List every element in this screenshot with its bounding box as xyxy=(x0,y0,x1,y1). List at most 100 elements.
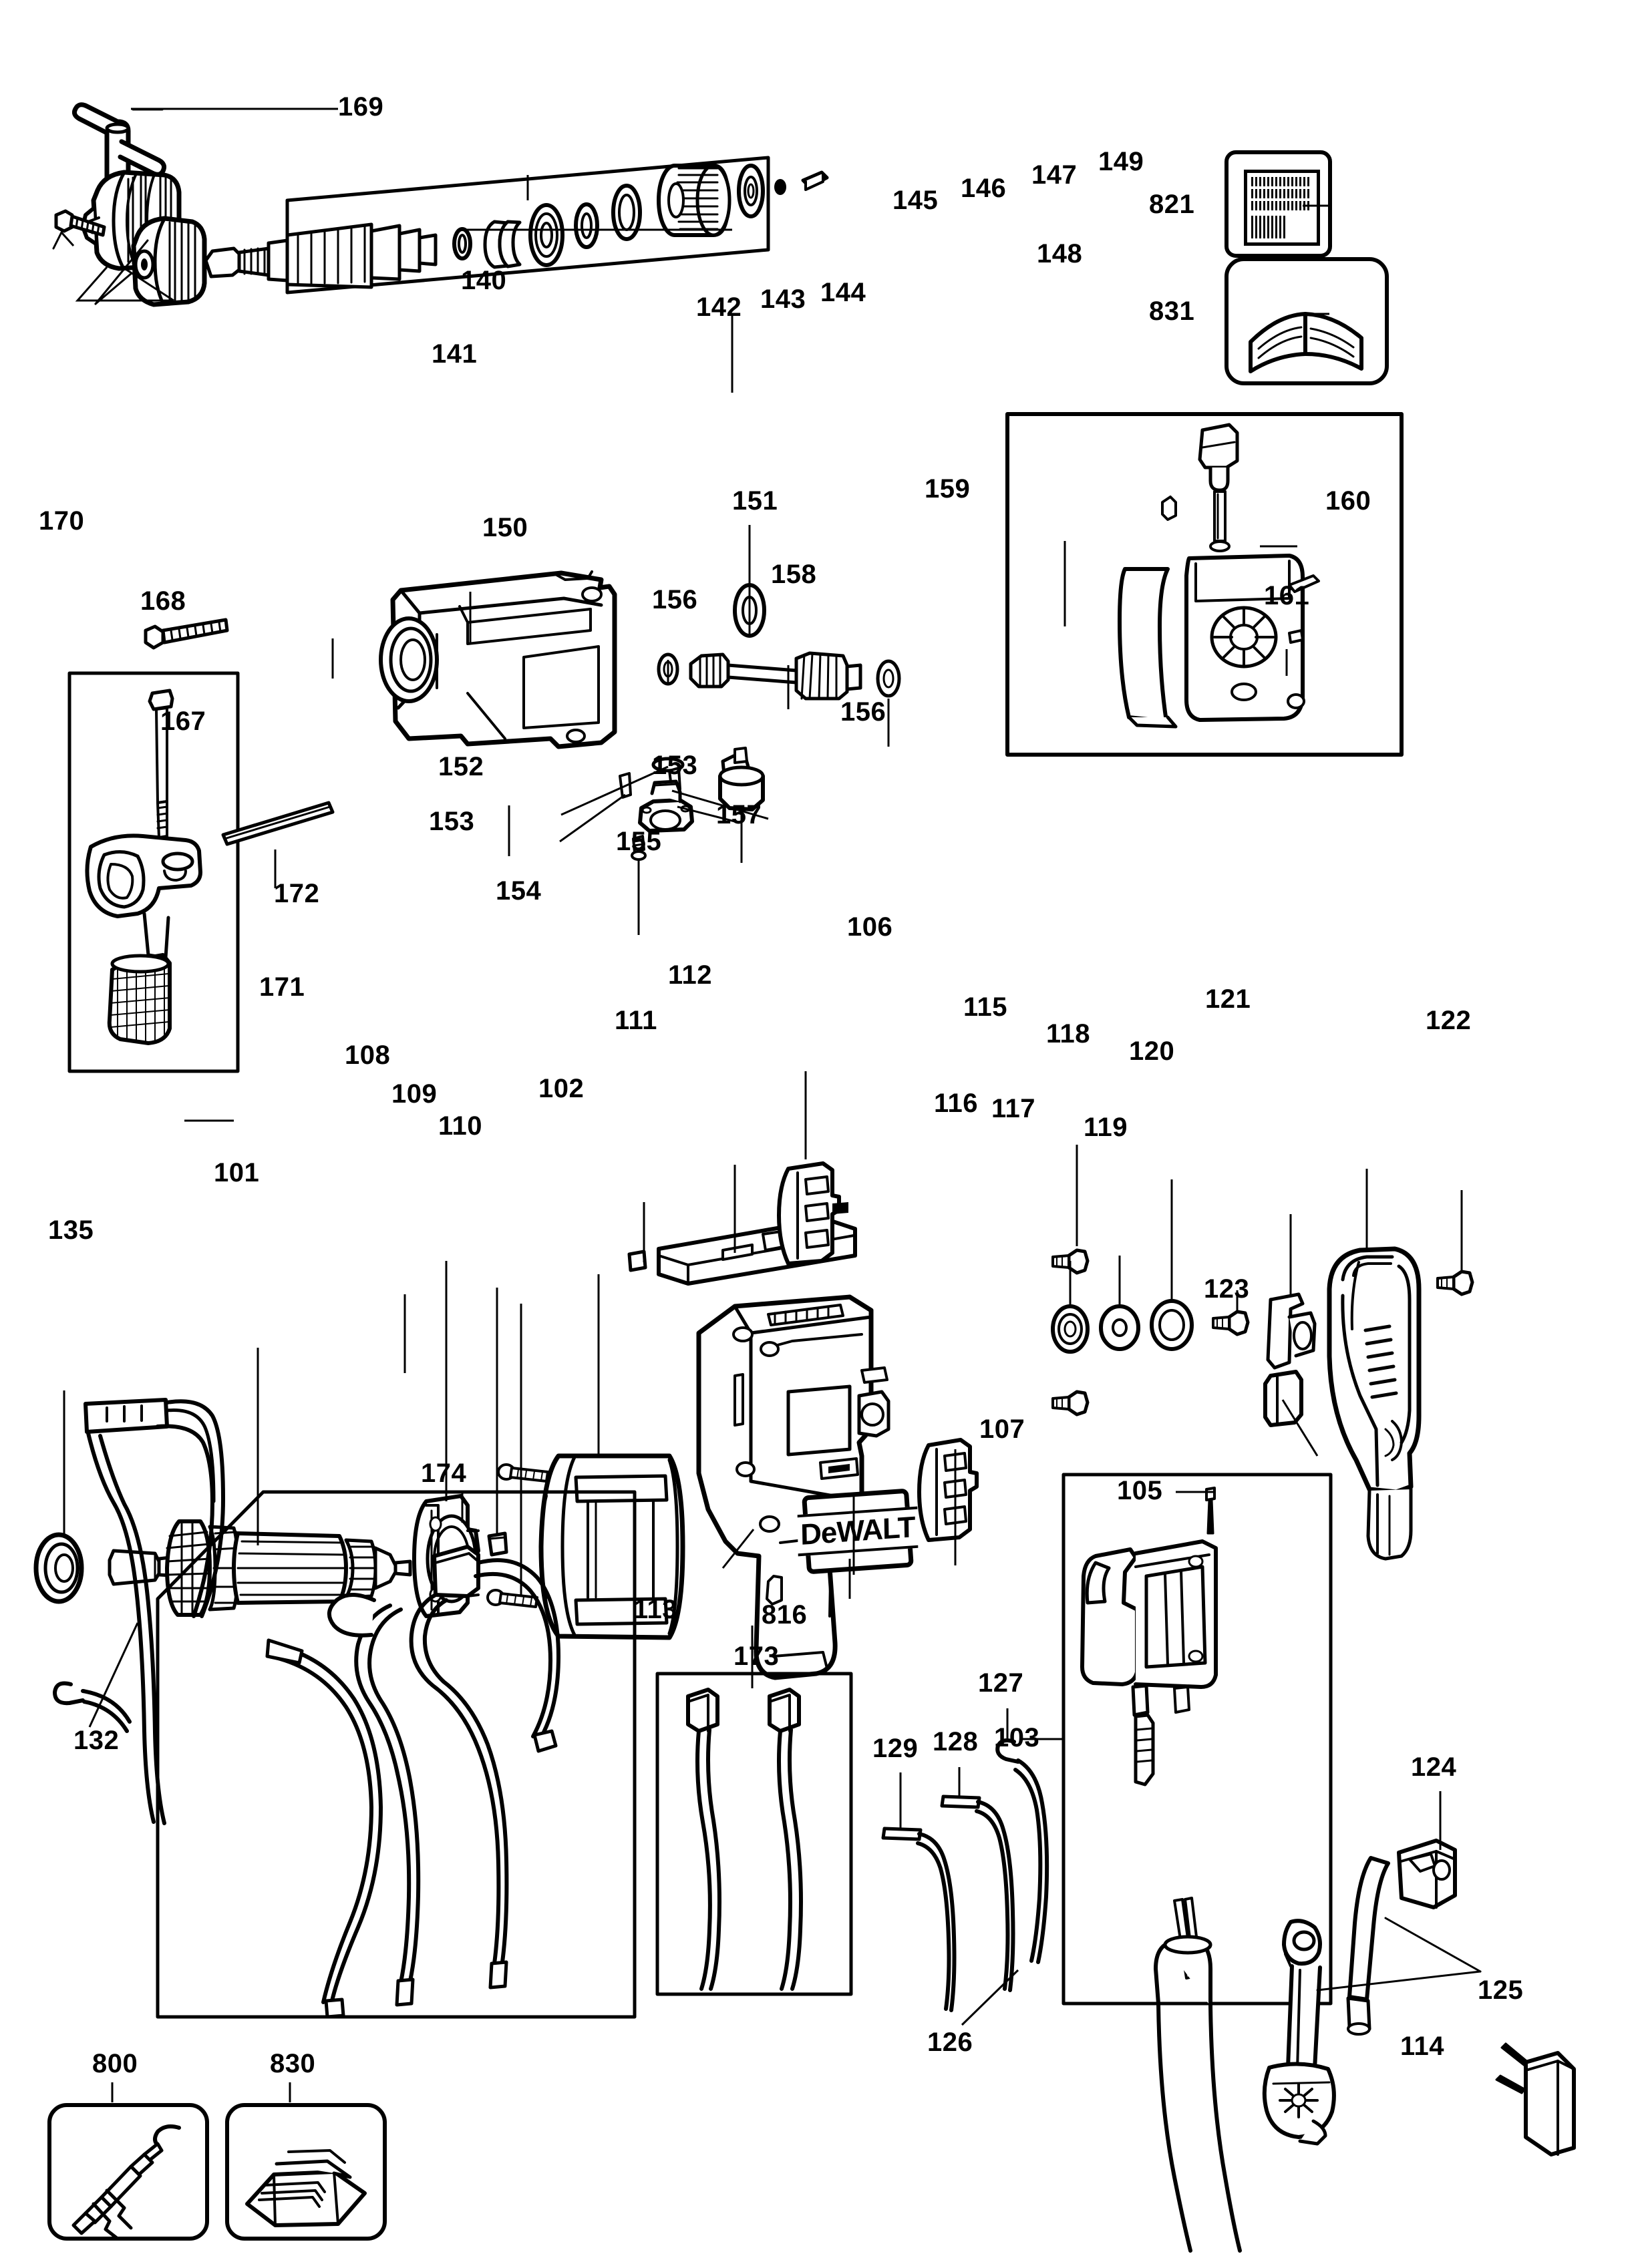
callout-173: 173 xyxy=(733,1642,780,1671)
callout-140: 140 xyxy=(461,266,507,295)
callout-106: 106 xyxy=(847,912,893,942)
callout-169: 169 xyxy=(338,92,384,122)
callout-121: 121 xyxy=(1205,984,1251,1014)
part-129-wire xyxy=(881,1827,957,2012)
callout-149: 149 xyxy=(1098,147,1144,176)
part-124-cord-clamp xyxy=(1397,1839,1457,1909)
part-119-screw xyxy=(1212,1310,1250,1336)
wire-harness-box-frame xyxy=(156,1490,637,2019)
part-125-grip-upper xyxy=(1346,1856,1390,2036)
part-149-pin xyxy=(801,170,829,191)
callout-102: 102 xyxy=(538,1074,585,1103)
callout-119: 119 xyxy=(1084,1113,1128,1142)
part-120-clamp xyxy=(1266,1292,1317,1370)
wire-harness-art xyxy=(265,1545,560,2019)
callout-151: 151 xyxy=(732,486,778,516)
callout-120: 120 xyxy=(1129,1036,1175,1066)
callout-109: 109 xyxy=(391,1079,438,1109)
part-103-switch-art xyxy=(1080,1539,1218,1786)
callout-159: 159 xyxy=(925,474,971,504)
callout-101: 101 xyxy=(214,1158,260,1187)
warning-label-detail xyxy=(1244,170,1320,246)
service-kit-art xyxy=(245,2149,367,2227)
part-132-lead-wire xyxy=(53,1398,225,1825)
callout-152: 152 xyxy=(438,752,484,781)
part-114-carbon-brush xyxy=(1495,2042,1576,2156)
part-142-bushing xyxy=(483,220,522,269)
part-143-bearing xyxy=(528,203,564,267)
callout-155: 155 xyxy=(616,827,662,856)
callout-108: 108 xyxy=(345,1041,391,1070)
callout-143: 143 xyxy=(760,285,806,314)
callout-123: 123 xyxy=(1204,1274,1250,1304)
callout-117: 117 xyxy=(991,1094,1036,1123)
callout-156: 156 xyxy=(652,585,698,614)
brush-set-box-frame xyxy=(655,1672,853,1996)
callout-831: 831 xyxy=(1149,297,1195,326)
callout-830: 830 xyxy=(270,2049,316,2078)
switch-box-frame xyxy=(1005,412,1404,757)
callout-110: 110 xyxy=(438,1111,483,1141)
callout-153b: 153 xyxy=(429,807,475,836)
part-148-ball xyxy=(774,179,786,195)
part-110-screw-lower xyxy=(486,1589,538,1608)
callout-128: 128 xyxy=(933,1727,979,1756)
part-154-screw xyxy=(631,835,647,861)
manual-art xyxy=(1249,312,1363,373)
switch-box-art xyxy=(1118,423,1320,729)
part-144-washer xyxy=(574,202,599,249)
callout-113: 113 xyxy=(633,1595,678,1624)
part-109-insulator xyxy=(487,1531,508,1557)
part-125-grip-lower xyxy=(1262,1919,1336,2146)
callout-156b: 156 xyxy=(840,697,886,727)
callout-142: 142 xyxy=(696,293,742,322)
callout-167: 167 xyxy=(160,707,206,736)
part-121-handle-half xyxy=(1327,1246,1422,1561)
callout-154: 154 xyxy=(496,876,542,906)
part-123-brush-cap xyxy=(1263,1370,1303,1427)
callout-107: 107 xyxy=(979,1414,1025,1444)
callout-800: 800 xyxy=(92,2049,138,2078)
part-102-field xyxy=(538,1453,685,1640)
callout-147: 147 xyxy=(1031,160,1078,190)
callout-122: 122 xyxy=(1426,1006,1472,1035)
callout-135: 135 xyxy=(48,1215,94,1245)
part-115-screw-upper xyxy=(1051,1248,1090,1275)
side-handle-art xyxy=(85,689,202,1045)
part-106-brush-holder xyxy=(777,1161,848,1266)
part-146-gear xyxy=(657,164,731,237)
callout-157: 157 xyxy=(716,800,762,829)
callout-125: 125 xyxy=(1478,1975,1524,2005)
callout-160: 160 xyxy=(1325,486,1371,516)
side-handle-box-frame xyxy=(67,671,240,1073)
spindle-art xyxy=(204,222,438,289)
callout-127: 127 xyxy=(978,1668,1024,1698)
callout-168: 168 xyxy=(140,586,186,616)
callout-172: 172 xyxy=(274,879,320,908)
service-tool-art xyxy=(71,2124,181,2241)
part-113-housing xyxy=(696,1294,890,1680)
callout-103: 103 xyxy=(994,1723,1040,1752)
callout-144: 144 xyxy=(820,278,866,307)
part-167-screw xyxy=(144,618,229,650)
callout-132: 132 xyxy=(73,1726,120,1755)
callout-158: 158 xyxy=(771,560,817,589)
part-126-power-cord xyxy=(1154,1897,1242,2253)
part-122-screw xyxy=(1436,1270,1474,1296)
part-117-washer xyxy=(1099,1304,1140,1351)
callout-141: 141 xyxy=(432,339,478,369)
part-101-armature xyxy=(108,1519,412,1617)
callout-114: 114 xyxy=(1400,2032,1445,2061)
part-107-brush-holder xyxy=(917,1438,979,1542)
callout-161: 161 xyxy=(1264,581,1310,610)
callout-145: 145 xyxy=(892,186,939,215)
part-145-ring xyxy=(611,184,642,241)
callout-153: 153 xyxy=(652,751,698,780)
part-111-insulator xyxy=(627,1250,647,1272)
callout-115: 115 xyxy=(963,992,1008,1022)
part-127-wire xyxy=(995,1738,1049,1964)
callout-116: 116 xyxy=(934,1089,979,1118)
callout-124: 124 xyxy=(1411,1752,1457,1782)
